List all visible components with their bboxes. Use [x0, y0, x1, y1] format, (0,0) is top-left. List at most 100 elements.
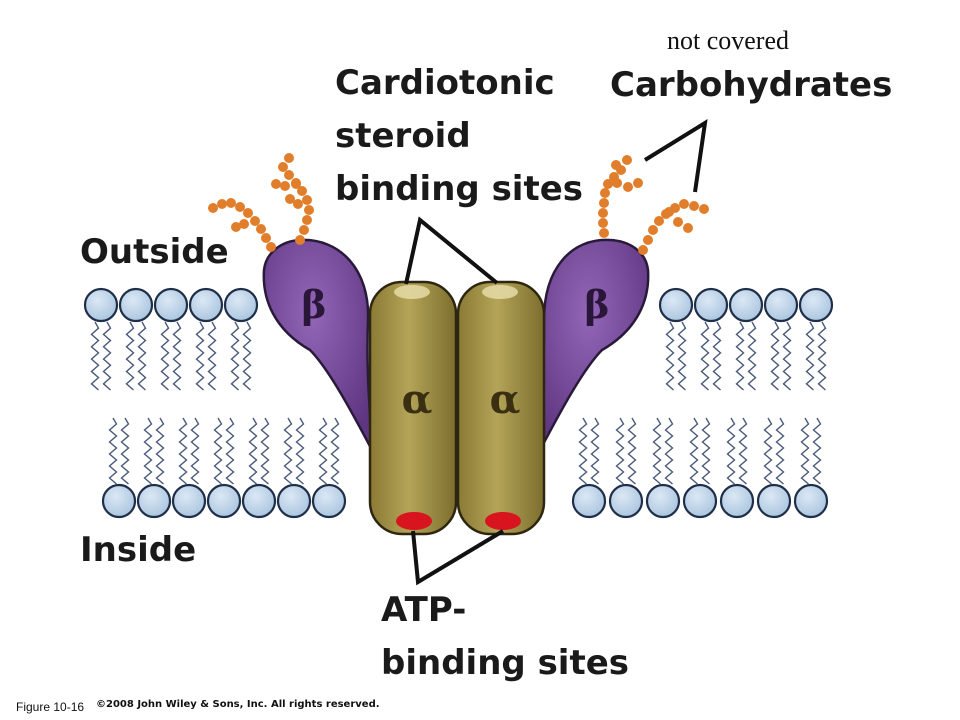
- lipid-head: [223, 287, 259, 323]
- sugar-bead: [285, 194, 295, 204]
- alpha-label-left: α: [402, 376, 433, 423]
- lipid-tail: [248, 417, 258, 485]
- cardiotonic-pointer: [404, 216, 499, 285]
- lipid-head: [101, 483, 137, 519]
- lipid-head: [756, 483, 792, 519]
- lipid-tail: [260, 417, 270, 485]
- lipid-tail: [652, 417, 662, 485]
- sugar-bead: [266, 242, 276, 252]
- sugar-bead: [243, 208, 253, 218]
- cardiotonic-site-left: [394, 285, 430, 299]
- sugar-bead: [643, 235, 653, 245]
- lipid-tail: [190, 417, 200, 485]
- lipid-tail: [627, 417, 637, 485]
- beta-label-right: β: [584, 282, 609, 327]
- sugar-bead: [598, 208, 608, 218]
- sugar-bead: [673, 217, 683, 227]
- lipid-head: [171, 483, 207, 519]
- sugar-bead: [291, 179, 301, 189]
- sugar-bead: [600, 188, 610, 198]
- sugar-bead: [297, 186, 307, 196]
- cardiotonic-label-line2: steroid: [335, 116, 471, 156]
- lipid-head: [153, 287, 189, 323]
- lipid-tail: [143, 417, 153, 485]
- sugar-bead: [226, 198, 236, 208]
- lipid-head: [793, 483, 829, 519]
- atp-pointer: [411, 529, 505, 586]
- sugar-bead: [598, 218, 608, 228]
- atp-label-line2: binding sites: [381, 643, 630, 683]
- lipid-tail: [805, 321, 815, 391]
- lipid-head: [719, 483, 755, 519]
- lipid-tail: [700, 321, 710, 391]
- lipid-tail: [90, 321, 100, 391]
- sugar-bead: [284, 170, 294, 180]
- lipid-tail: [155, 417, 165, 485]
- carbohydrate-pointer: [643, 119, 708, 193]
- sugar-bead: [648, 225, 658, 235]
- sugar-bead: [231, 222, 241, 232]
- lipid-tail: [615, 417, 625, 485]
- lipid-tail: [770, 321, 780, 391]
- lipid-head: [118, 287, 154, 323]
- lipid-tail: [172, 321, 182, 391]
- lipid-tail: [207, 321, 217, 391]
- lipid-head: [693, 287, 729, 323]
- sugar-bead: [284, 153, 294, 163]
- lipid-head: [83, 287, 119, 323]
- sugar-bead: [611, 160, 621, 170]
- copyright-notice: ©2008 John Wiley & Sons, Inc. All rights…: [96, 699, 380, 710]
- atp-site-right: [485, 512, 521, 530]
- alpha-label-right: α: [490, 376, 521, 423]
- lipid-heads: [83, 287, 834, 519]
- atp-site-left: [396, 512, 432, 530]
- figure-caption: Figure 10-16: [16, 700, 85, 714]
- sugar-bead: [699, 204, 709, 214]
- lipid-tail: [812, 417, 822, 485]
- sugar-bead: [664, 207, 674, 217]
- lipid-tail: [747, 321, 757, 391]
- lipid-tail: [590, 417, 600, 485]
- lipid-head: [136, 483, 172, 519]
- lipid-tail: [664, 417, 674, 485]
- lipid-tail: [800, 417, 810, 485]
- sugar-bead: [304, 205, 314, 215]
- cardiotonic-label-line1: Cardiotonic: [335, 63, 555, 103]
- sugar-bead: [623, 182, 633, 192]
- lipid-head: [798, 287, 834, 323]
- carbohydrates-label: Carbohydrates: [610, 65, 893, 105]
- lipid-head: [763, 287, 799, 323]
- sugar-bead: [256, 224, 266, 234]
- lipid-tail: [295, 417, 305, 485]
- lipid-head: [206, 483, 242, 519]
- carbohydrate-chains: [208, 153, 709, 255]
- sugar-bead: [235, 202, 245, 212]
- lipid-tail: [120, 417, 130, 485]
- sugar-bead: [271, 179, 281, 189]
- sugar-bead: [293, 199, 303, 209]
- lipid-tail: [137, 321, 147, 391]
- lipid-tail: [330, 417, 340, 485]
- beta-subunit-right: [538, 238, 650, 451]
- sugar-bead: [633, 178, 643, 188]
- lipid-head: [645, 483, 681, 519]
- lipid-tail: [108, 417, 118, 485]
- lipid-tail: [578, 417, 588, 485]
- inside-label: Inside: [80, 530, 197, 570]
- lipid-head: [276, 483, 312, 519]
- lipid-tail: [318, 417, 328, 485]
- lipid-tail: [102, 321, 112, 391]
- lipid-tail: [775, 417, 785, 485]
- lipid-tail: [195, 321, 205, 391]
- lipid-tail: [712, 321, 722, 391]
- beta-label-left: β: [301, 282, 326, 327]
- outside-label: Outside: [80, 232, 229, 272]
- lipid-tail: [178, 417, 188, 485]
- sugar-bead: [689, 201, 699, 211]
- cardiotonic-label-line3: binding sites: [335, 169, 584, 209]
- lipid-head: [658, 287, 694, 323]
- lipid-tail: [689, 417, 699, 485]
- lipid-tail: [230, 321, 240, 391]
- lipid-tail: [701, 417, 711, 485]
